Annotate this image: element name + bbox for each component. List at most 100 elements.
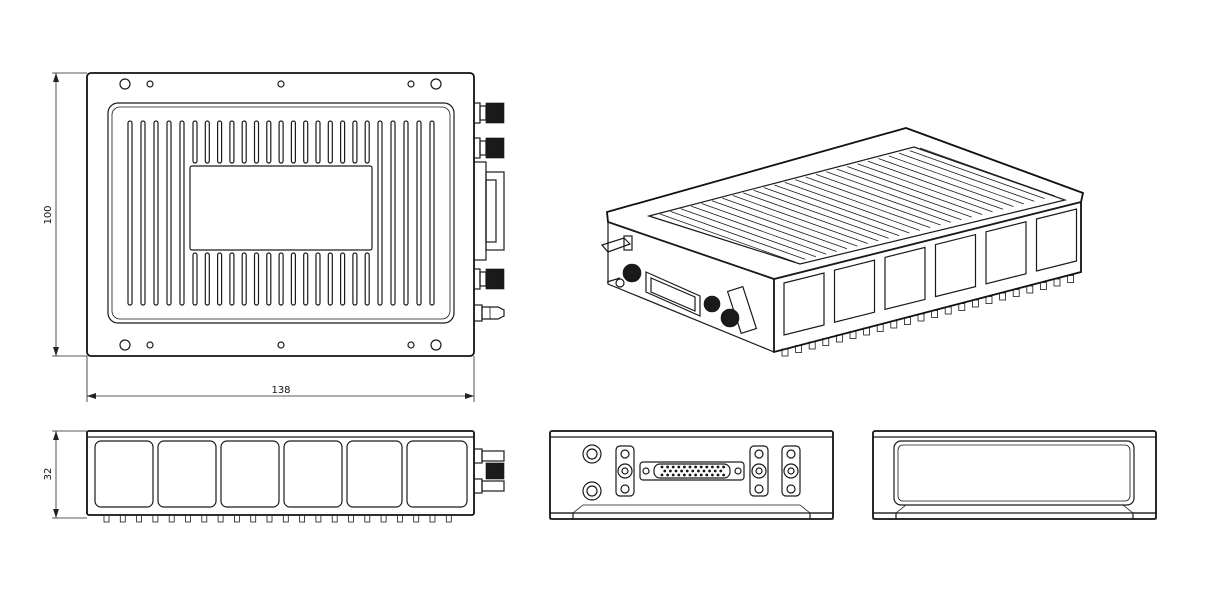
dsub-pin bbox=[708, 469, 712, 473]
dsub-pin bbox=[711, 465, 714, 469]
iso-tooth bbox=[795, 345, 802, 353]
side-pockets bbox=[94, 440, 468, 508]
height-dimension bbox=[52, 72, 87, 357]
side-bottom-teeth bbox=[103, 514, 452, 523]
iso-fin bbox=[909, 150, 1045, 200]
fin bbox=[278, 120, 284, 164]
iso-fin bbox=[815, 174, 952, 223]
fin bbox=[229, 252, 235, 306]
side-pocket bbox=[346, 440, 403, 508]
isometric-bottom-teeth bbox=[781, 275, 1074, 357]
iso-tooth bbox=[876, 324, 884, 332]
iso-tooth bbox=[958, 303, 966, 311]
dsub-pin bbox=[702, 469, 706, 473]
iso-fin bbox=[732, 195, 868, 244]
dsub-pin bbox=[716, 465, 720, 469]
dsub-pin bbox=[674, 469, 678, 473]
side-tooth bbox=[233, 514, 240, 523]
iso-tooth bbox=[863, 327, 870, 336]
side-tooth bbox=[299, 514, 306, 523]
dsub-pin bbox=[671, 465, 675, 469]
iso-fin bbox=[774, 184, 910, 234]
fin bbox=[278, 252, 284, 306]
d-sub-connector bbox=[639, 461, 745, 481]
isometric-fins bbox=[659, 147, 1056, 263]
iso-fin bbox=[691, 205, 827, 255]
iso-fin bbox=[711, 200, 848, 250]
dsub-pin bbox=[680, 469, 684, 473]
dsub-pin bbox=[694, 473, 698, 477]
rf-connector-middle bbox=[749, 445, 769, 497]
iso-fin bbox=[670, 210, 806, 260]
iso-tooth bbox=[808, 341, 816, 350]
dsub-pin bbox=[683, 473, 686, 477]
width-label: 138 bbox=[271, 385, 290, 396]
rf-connector-right bbox=[781, 445, 801, 497]
front-view bbox=[549, 430, 834, 520]
iso-pocket bbox=[985, 221, 1027, 285]
fin bbox=[140, 120, 146, 306]
cooling-fins-bottom bbox=[192, 252, 370, 306]
iso-fin bbox=[847, 166, 983, 215]
fin bbox=[166, 120, 172, 306]
dsub-pin bbox=[705, 465, 709, 469]
side-tooth bbox=[168, 514, 175, 523]
dsub-pin bbox=[713, 469, 717, 473]
fin bbox=[127, 120, 133, 306]
iso-tooth bbox=[836, 334, 843, 343]
top-view: 100 138 bbox=[43, 72, 505, 402]
iso-fin bbox=[826, 171, 962, 221]
cooling-fins-right bbox=[377, 120, 435, 306]
side-tooth bbox=[282, 514, 289, 523]
dsub-pin bbox=[666, 473, 670, 477]
iso-fin bbox=[878, 158, 1014, 207]
fin bbox=[192, 120, 198, 164]
height-label: 100 bbox=[43, 205, 54, 224]
iso-tooth bbox=[944, 306, 952, 315]
iso-tooth bbox=[1026, 285, 1034, 294]
fin bbox=[352, 252, 358, 306]
dsub-pin bbox=[688, 465, 692, 469]
fin bbox=[266, 252, 272, 306]
rf-connector-left bbox=[615, 445, 635, 497]
fin bbox=[416, 120, 422, 306]
iso-tooth bbox=[917, 313, 925, 322]
side-pocket bbox=[94, 440, 154, 508]
depth-dimension bbox=[52, 430, 87, 519]
fin bbox=[204, 120, 210, 164]
iso-pocket bbox=[884, 246, 926, 311]
side-tooth bbox=[413, 514, 420, 523]
fin bbox=[327, 120, 333, 164]
iso-fin bbox=[784, 181, 920, 231]
dsub-pin bbox=[671, 473, 675, 477]
dsub-pin bbox=[677, 465, 681, 469]
side-tooth bbox=[201, 514, 208, 523]
side-pocket bbox=[220, 440, 280, 508]
side-tooth bbox=[331, 514, 338, 523]
dsub-pin bbox=[683, 465, 686, 469]
side-tooth bbox=[364, 514, 371, 523]
iso-tooth bbox=[822, 338, 830, 346]
depth-label: 32 bbox=[43, 468, 54, 481]
iso-fin bbox=[701, 203, 837, 252]
fin bbox=[290, 120, 296, 164]
fin bbox=[303, 120, 309, 164]
dsub-pin bbox=[660, 465, 664, 469]
iso-tooth bbox=[904, 317, 911, 325]
iso-fin bbox=[867, 160, 1004, 210]
side-connectors-right bbox=[473, 448, 505, 494]
iso-fin bbox=[722, 197, 858, 247]
iso-tooth bbox=[999, 292, 1006, 301]
iso-fin bbox=[919, 147, 1056, 197]
side-tooth bbox=[266, 514, 273, 523]
fin bbox=[364, 252, 370, 306]
dsub-pin bbox=[722, 473, 726, 477]
iso-tooth bbox=[1012, 289, 1020, 297]
fin bbox=[327, 252, 333, 306]
dsub-pin bbox=[699, 473, 703, 477]
side-view: 32 bbox=[43, 430, 505, 523]
fin bbox=[352, 120, 358, 164]
side-tooth bbox=[152, 514, 159, 523]
side-tooth bbox=[103, 514, 110, 523]
fin bbox=[217, 252, 223, 306]
